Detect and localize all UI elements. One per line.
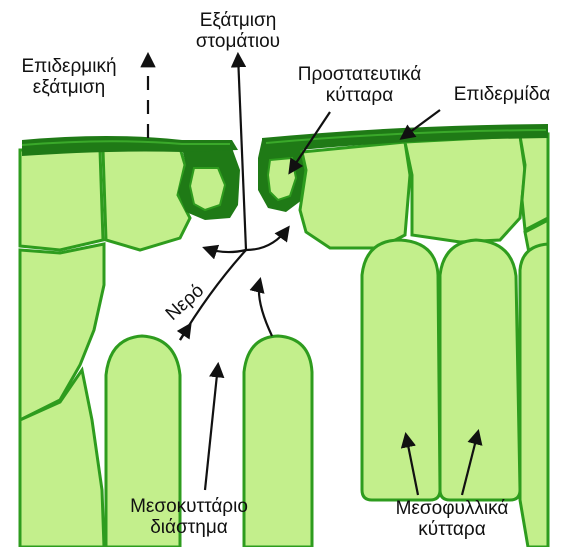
left-guard-cell xyxy=(178,148,240,220)
arrow-stomatal-up xyxy=(238,55,246,250)
arrow-water-mid xyxy=(259,280,272,336)
label-stomatal-transpiration: Εξάτμιση στομάτιου xyxy=(168,10,308,52)
label-intercellular-space: Μεσοκυττάριο διάστημα xyxy=(104,496,274,538)
arrow-water-curve-right xyxy=(246,228,288,250)
label-guard-cells: Προστατευτικά κύτταρα xyxy=(272,64,447,106)
left-upper-cell-2 xyxy=(103,148,190,250)
arrow-water-curve-left xyxy=(205,248,246,252)
left-edge-cell xyxy=(20,150,103,250)
label-epidermis: Επιδερμίδα xyxy=(434,84,570,105)
right-upper-cells xyxy=(300,134,548,258)
label-mesophyll-cells: Μεσοφυλλικά κύτταρα xyxy=(372,498,532,540)
label-epidermal-transpiration: Επιδερμική εξάτμιση xyxy=(4,56,134,98)
arrow-water-lower xyxy=(180,325,190,340)
arrow-intercellular xyxy=(205,365,218,490)
right-guard-cell xyxy=(258,140,306,212)
left-lower-cell xyxy=(20,244,104,420)
